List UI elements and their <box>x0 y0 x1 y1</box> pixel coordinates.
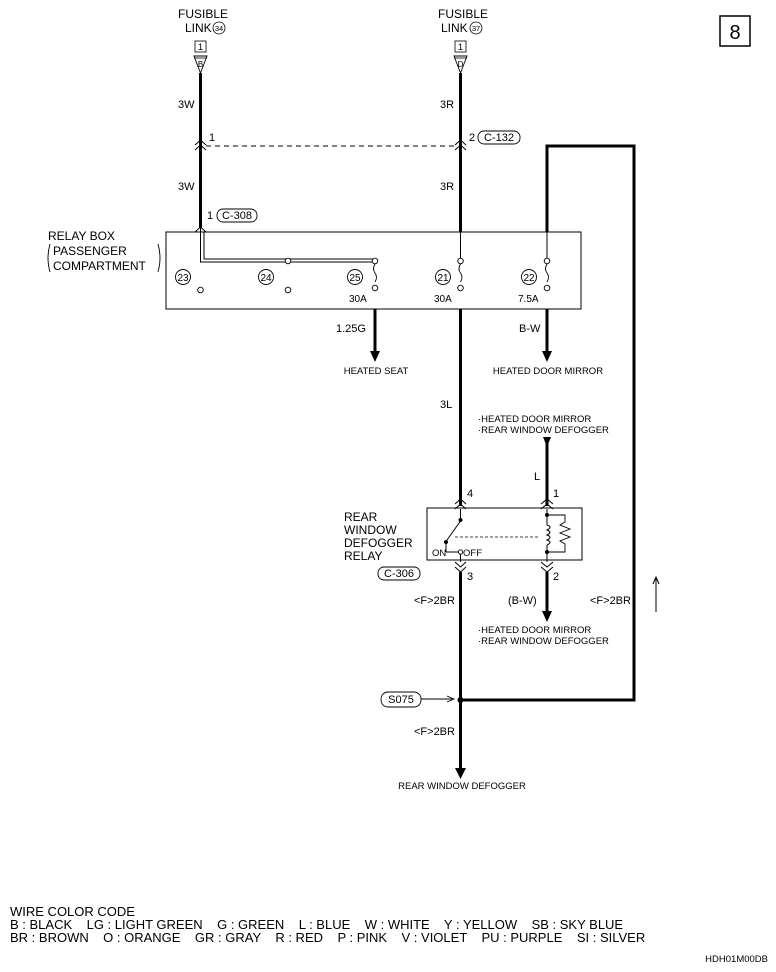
rear-window-defogger-relay: REAR WINDOW DEFOGGER RELAY C-306 4 1 ON … <box>344 488 583 583</box>
heated-mirror-label: HEATED DOOR MIRROR <box>493 366 603 377</box>
wire-3r: 3R 3R 2 C-132 <box>440 73 521 232</box>
wire-color-code: WIRE COLOR CODE B : BLACK LG : LIGHT GRE… <box>10 904 645 945</box>
wire-loop-right: <F>2BR <box>460 144 660 702</box>
document-code: HDH01M00DB <box>705 954 768 965</box>
splice-s075: S075 <box>380 691 464 708</box>
fusible-link-a-pin-triangle <box>193 55 208 75</box>
fusible-link-b-box <box>454 40 467 53</box>
fuse-24-num: 24 <box>260 273 272 284</box>
fuse-25-num: 25 <box>349 273 361 284</box>
wire-3w-top-label: 3W <box>178 99 195 111</box>
relay-out-wire-label: <F>2BR <box>414 595 455 607</box>
relay-connector-id: C-306 <box>384 568 414 580</box>
relay-off-label: OFF <box>463 548 482 559</box>
fusible-link-b-box-num: 1 <box>458 42 463 53</box>
fusible-link-b-title: FUSIBLE <box>438 7 488 21</box>
relay-on-label: ON <box>432 548 446 559</box>
fuse-21-amp: 30A <box>434 294 452 305</box>
color-code-line2: BR : BROWN O : ORANGE GR : GRAY R : RED … <box>10 930 645 945</box>
fusible-link-37: FUSIBLE LINK 37 1 D <box>438 7 488 75</box>
fusible-link-a-title2: LINK <box>185 21 212 35</box>
wire-3w-mid-label: 3W <box>178 181 195 193</box>
page-number-box: 8 <box>719 15 751 47</box>
c308-pin: 1 <box>207 210 213 222</box>
mirror-wire-label: B-W <box>519 323 541 335</box>
heated-seat-branch: 1.25G HEATED SEAT <box>336 309 408 377</box>
fusible-link-a-box-num: 1 <box>198 42 203 53</box>
fuse-22-amp: 7.5A <box>518 294 539 305</box>
c132-id: C-132 <box>484 132 514 144</box>
relay-label2: WINDOW <box>344 523 397 537</box>
fusible-link-a-num: 34 <box>215 24 223 33</box>
fusible-link-a-circle <box>212 21 226 35</box>
heated-mirror-branch: B-W HEATED DOOR MIRROR <box>493 309 603 377</box>
fusible-link-b-circle <box>469 21 483 35</box>
wire-3w: 3W 3W 1 1 C-308 <box>178 73 258 233</box>
fuse-22-num: 22 <box>523 273 535 284</box>
relay-pin3: 3 <box>467 571 473 583</box>
multi1-line1: ·HEATED DOOR MIRROR <box>478 414 591 425</box>
right-loop-wire-label: <F>2BR <box>590 595 631 607</box>
relay-pin2: 2 <box>553 571 559 583</box>
fuse-23-num: 23 <box>177 273 189 284</box>
relay-output-wire: <F>2BR <F>2BR REAR WINDOW DEFOGGER <box>398 572 526 792</box>
page-number: 8 <box>729 22 740 44</box>
fusible-link-34: FUSIBLE LINK 34 1 B <box>178 7 228 75</box>
multi2-line1: ·HEATED DOOR MIRROR <box>478 625 591 636</box>
wire-3r-mid-label: 3R <box>440 181 454 193</box>
fusible-link-a-pin: B <box>198 60 203 69</box>
fuse-25: 25 30A <box>347 257 379 305</box>
relay-label1: REAR <box>344 510 378 524</box>
fuse-25-amp: 30A <box>349 294 367 305</box>
multi2-line2: ·REAR WINDOW DEFOGGER <box>478 636 609 647</box>
fuse-23: 23 <box>175 269 204 294</box>
color-code-title: WIRE COLOR CODE <box>10 904 135 919</box>
c306-connector-tag: C-306 <box>377 566 421 581</box>
relay-box-label2: PASSENGER <box>53 244 127 258</box>
bottom-wire-label: <F>2BR <box>414 726 455 738</box>
fusible-link-b-pin-triangle <box>453 55 468 75</box>
relay-label4: RELAY <box>344 549 382 563</box>
c132-pin2: 2 <box>469 132 475 144</box>
wire-3l: 3L <box>440 309 462 506</box>
relay-pin1: 1 <box>553 488 559 500</box>
color-code-line1: B : BLACK LG : LIGHT GREEN G : GREEN L :… <box>10 917 623 932</box>
relay-label3: DEFOGGER <box>344 536 413 550</box>
relay-box: RELAY BOX PASSENGER COMPARTMENT 23 24 25 <box>47 228 582 310</box>
heated-seat-wire-label: 1.25G <box>336 323 366 335</box>
relay-pin4: 4 <box>467 488 473 500</box>
relay-pin2-wire-label: (B-W) <box>508 595 537 607</box>
relay-box-label: RELAY BOX <box>48 229 115 243</box>
splice-label: S075 <box>388 694 414 706</box>
fusible-link-a-title: FUSIBLE <box>178 7 228 21</box>
c308-id: C-308 <box>222 210 252 222</box>
relay-coil-wire-label: L <box>534 471 540 483</box>
heated-seat-label: HEATED SEAT <box>344 366 409 377</box>
c308-connector-tag: C-308 <box>216 208 258 223</box>
multi1-line2: ·REAR WINDOW DEFOGGER <box>478 425 609 436</box>
fusible-link-a-box <box>194 40 207 53</box>
wire-3l-label: 3L <box>440 399 452 411</box>
fuse-21-num: 21 <box>437 273 449 284</box>
fuse-22: 22 7.5A <box>518 232 551 305</box>
fuse-21: 21 30A <box>434 232 464 305</box>
c132-pin1: 1 <box>209 132 215 144</box>
c132-connector-tag: C-132 <box>477 130 521 145</box>
relay-box-label3: COMPARTMENT <box>53 259 147 273</box>
rear-defogger-label: REAR WINDOW DEFOGGER <box>398 781 526 792</box>
fusible-link-b-num: 37 <box>472 24 480 33</box>
relay-coil-feed: ·HEATED DOOR MIRROR ·REAR WINDOW DEFOGGE… <box>478 414 609 506</box>
fusible-link-b-title2: LINK <box>441 21 468 35</box>
wire-3r-top-label: 3R <box>440 99 454 111</box>
fuse-24: 24 <box>258 257 292 294</box>
relay-pin2-branch: (B-W) ·HEATED DOOR MIRROR ·REAR WINDOW D… <box>478 572 609 647</box>
fusible-link-b-pin: D <box>458 60 464 69</box>
